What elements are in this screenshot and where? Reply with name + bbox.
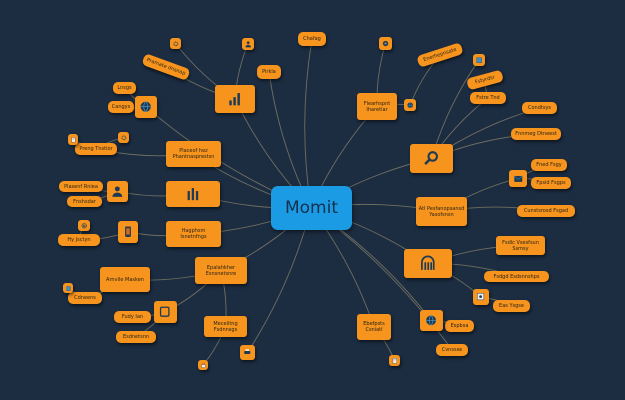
globe-icon[interactable] xyxy=(420,310,443,331)
globe-icon[interactable] xyxy=(135,96,157,118)
image-icon[interactable] xyxy=(473,54,485,66)
topic-label: Fsdlc Vsesfsun Ssmsy xyxy=(502,239,539,252)
topic-label: Lnsgs xyxy=(117,85,132,91)
topic-node[interactable]: Flearhspnt Iharetlar xyxy=(357,93,397,120)
topic-node[interactable]: Placeof hez Phantnasprestsn xyxy=(166,141,221,167)
topic-node[interactable]: Condtsys xyxy=(522,102,557,114)
topic-node[interactable]: Fstre Tnd xyxy=(470,92,506,104)
topic-label: Flearhspnt Iharetlar xyxy=(363,100,391,113)
topic-node[interactable]: Epalahkher Esnsnetsnre xyxy=(195,257,247,284)
topic-label: Cdneens xyxy=(74,295,96,301)
bar-chart-icon[interactable] xyxy=(215,85,255,113)
topic-label: Hy Jsctyn xyxy=(67,237,91,243)
topic-node[interactable]: Fudy Ian xyxy=(114,311,151,323)
central-topic-node[interactable]: Momit xyxy=(271,186,352,230)
topic-node[interactable]: Arnvile Masken xyxy=(100,267,150,292)
topic-label: Fsdgd Esdsnnshps xyxy=(493,273,540,280)
topic-label: Fnshsdar xyxy=(73,198,96,205)
clipboard-icon[interactable] xyxy=(63,283,73,293)
central-topic-label: Momit xyxy=(284,198,339,218)
phone-icon[interactable] xyxy=(118,221,138,243)
topic-node[interactable]: Fnshsdar xyxy=(67,196,102,207)
topic-label: Cvnssse xyxy=(441,347,463,353)
topic-node[interactable]: Fsdgd Esdsnnshps xyxy=(484,271,549,282)
at-icon[interactable] xyxy=(78,220,90,231)
topic-label: Chafag xyxy=(303,36,321,42)
topic-node[interactable]: Fpsid Fsgps xyxy=(531,177,571,189)
topic-label: Cangys xyxy=(111,104,131,110)
magnifier-icon[interactable] xyxy=(410,144,453,173)
gear-icon[interactable] xyxy=(170,38,181,49)
target-icon[interactable] xyxy=(379,37,392,50)
topic-label: Pirkla xyxy=(262,69,276,75)
topic-label: Espbsa xyxy=(450,323,469,329)
topic-label: Fstyrdsr xyxy=(474,74,496,86)
topic-node[interactable]: Plasenf Rniea xyxy=(59,181,103,192)
topic-label: Atl Pesfanopsansd Yasofsnsn xyxy=(418,205,465,218)
topic-label: Eas Ysgse xyxy=(499,303,524,309)
column-chart-icon[interactable] xyxy=(166,181,220,207)
topic-label: Condtsys xyxy=(527,105,552,111)
user-icon[interactable] xyxy=(242,38,254,50)
topic-label: Plasenf Rniea xyxy=(64,183,98,190)
topic-node[interactable]: Fsdlc Vsesfsun Ssmsy xyxy=(496,236,545,255)
tablet-icon[interactable] xyxy=(154,301,177,323)
bag-icon[interactable] xyxy=(198,360,208,370)
topic-node[interactable]: Pirkla xyxy=(257,65,281,79)
document-icon[interactable] xyxy=(389,355,400,366)
topic-node[interactable]: Hagphsm Isnetnfngs xyxy=(166,221,221,247)
document-icon[interactable] xyxy=(68,134,78,145)
connector-line xyxy=(304,38,313,209)
topic-node[interactable]: Lnsgs xyxy=(113,82,136,94)
gear-icon[interactable] xyxy=(118,132,129,143)
topic-label: Ebefpsts Csniatl xyxy=(363,321,385,333)
topic-node[interactable]: Chafag xyxy=(298,32,326,46)
topic-node[interactable]: Atl Pesfanopsansd Yasofsnsn xyxy=(416,197,467,226)
topic-node[interactable]: Cdneens xyxy=(68,292,102,304)
topic-label: Fstre Tnd xyxy=(476,95,500,101)
mail-icon[interactable] xyxy=(509,170,527,187)
globe-icon[interactable] xyxy=(404,99,416,111)
topic-node[interactable]: Preng Tnstior xyxy=(75,143,117,155)
topic-label: Mecelitng Fsdnnsgs xyxy=(213,320,238,333)
topic-label: Arnvile Masken xyxy=(106,276,144,283)
topic-label: Fned Fsgy xyxy=(536,162,562,168)
person-icon[interactable] xyxy=(107,181,128,202)
topic-node[interactable]: Fned Fsgy xyxy=(531,159,567,171)
topic-label: Fudy Ian xyxy=(121,314,144,320)
topic-label: Hagphsm Isnetnfngs xyxy=(180,228,207,240)
topic-node[interactable]: Espbsa xyxy=(445,320,474,332)
topic-label: Cunstsrosd Fsgad xyxy=(523,208,569,214)
puzzle-icon[interactable] xyxy=(473,289,489,305)
topic-node[interactable]: Mecelitng Fsdnnsgs xyxy=(204,316,247,337)
topic-label: Esdnetsnn xyxy=(122,334,150,340)
topic-node[interactable]: Cangys xyxy=(108,101,134,113)
topic-label: Epalahkher Esnsnetsnre xyxy=(205,264,237,277)
topic-label: Fnnmeg Dtneest xyxy=(515,131,557,137)
topic-node[interactable]: Eas Ysgse xyxy=(493,300,530,312)
topic-node[interactable]: Esdnetsnn xyxy=(116,331,156,343)
topic-node[interactable]: Hy Jsctyn xyxy=(58,234,100,246)
topic-node[interactable]: Cvnssse xyxy=(436,344,468,356)
topic-label: Fpsid Fsgps xyxy=(536,180,566,186)
topic-label: Preng Tnstior xyxy=(79,146,113,152)
topic-node[interactable]: Ebefpsts Csniatl xyxy=(357,314,391,340)
arch-chart-icon[interactable] xyxy=(404,249,452,278)
printer-icon[interactable] xyxy=(240,345,255,360)
topic-label: Placeof hez Phantnasprestsn xyxy=(172,148,215,160)
topic-node[interactable]: Cunstsrosd Fsgad xyxy=(517,205,575,217)
topic-node[interactable]: Fnnmeg Dtneest xyxy=(511,128,561,140)
